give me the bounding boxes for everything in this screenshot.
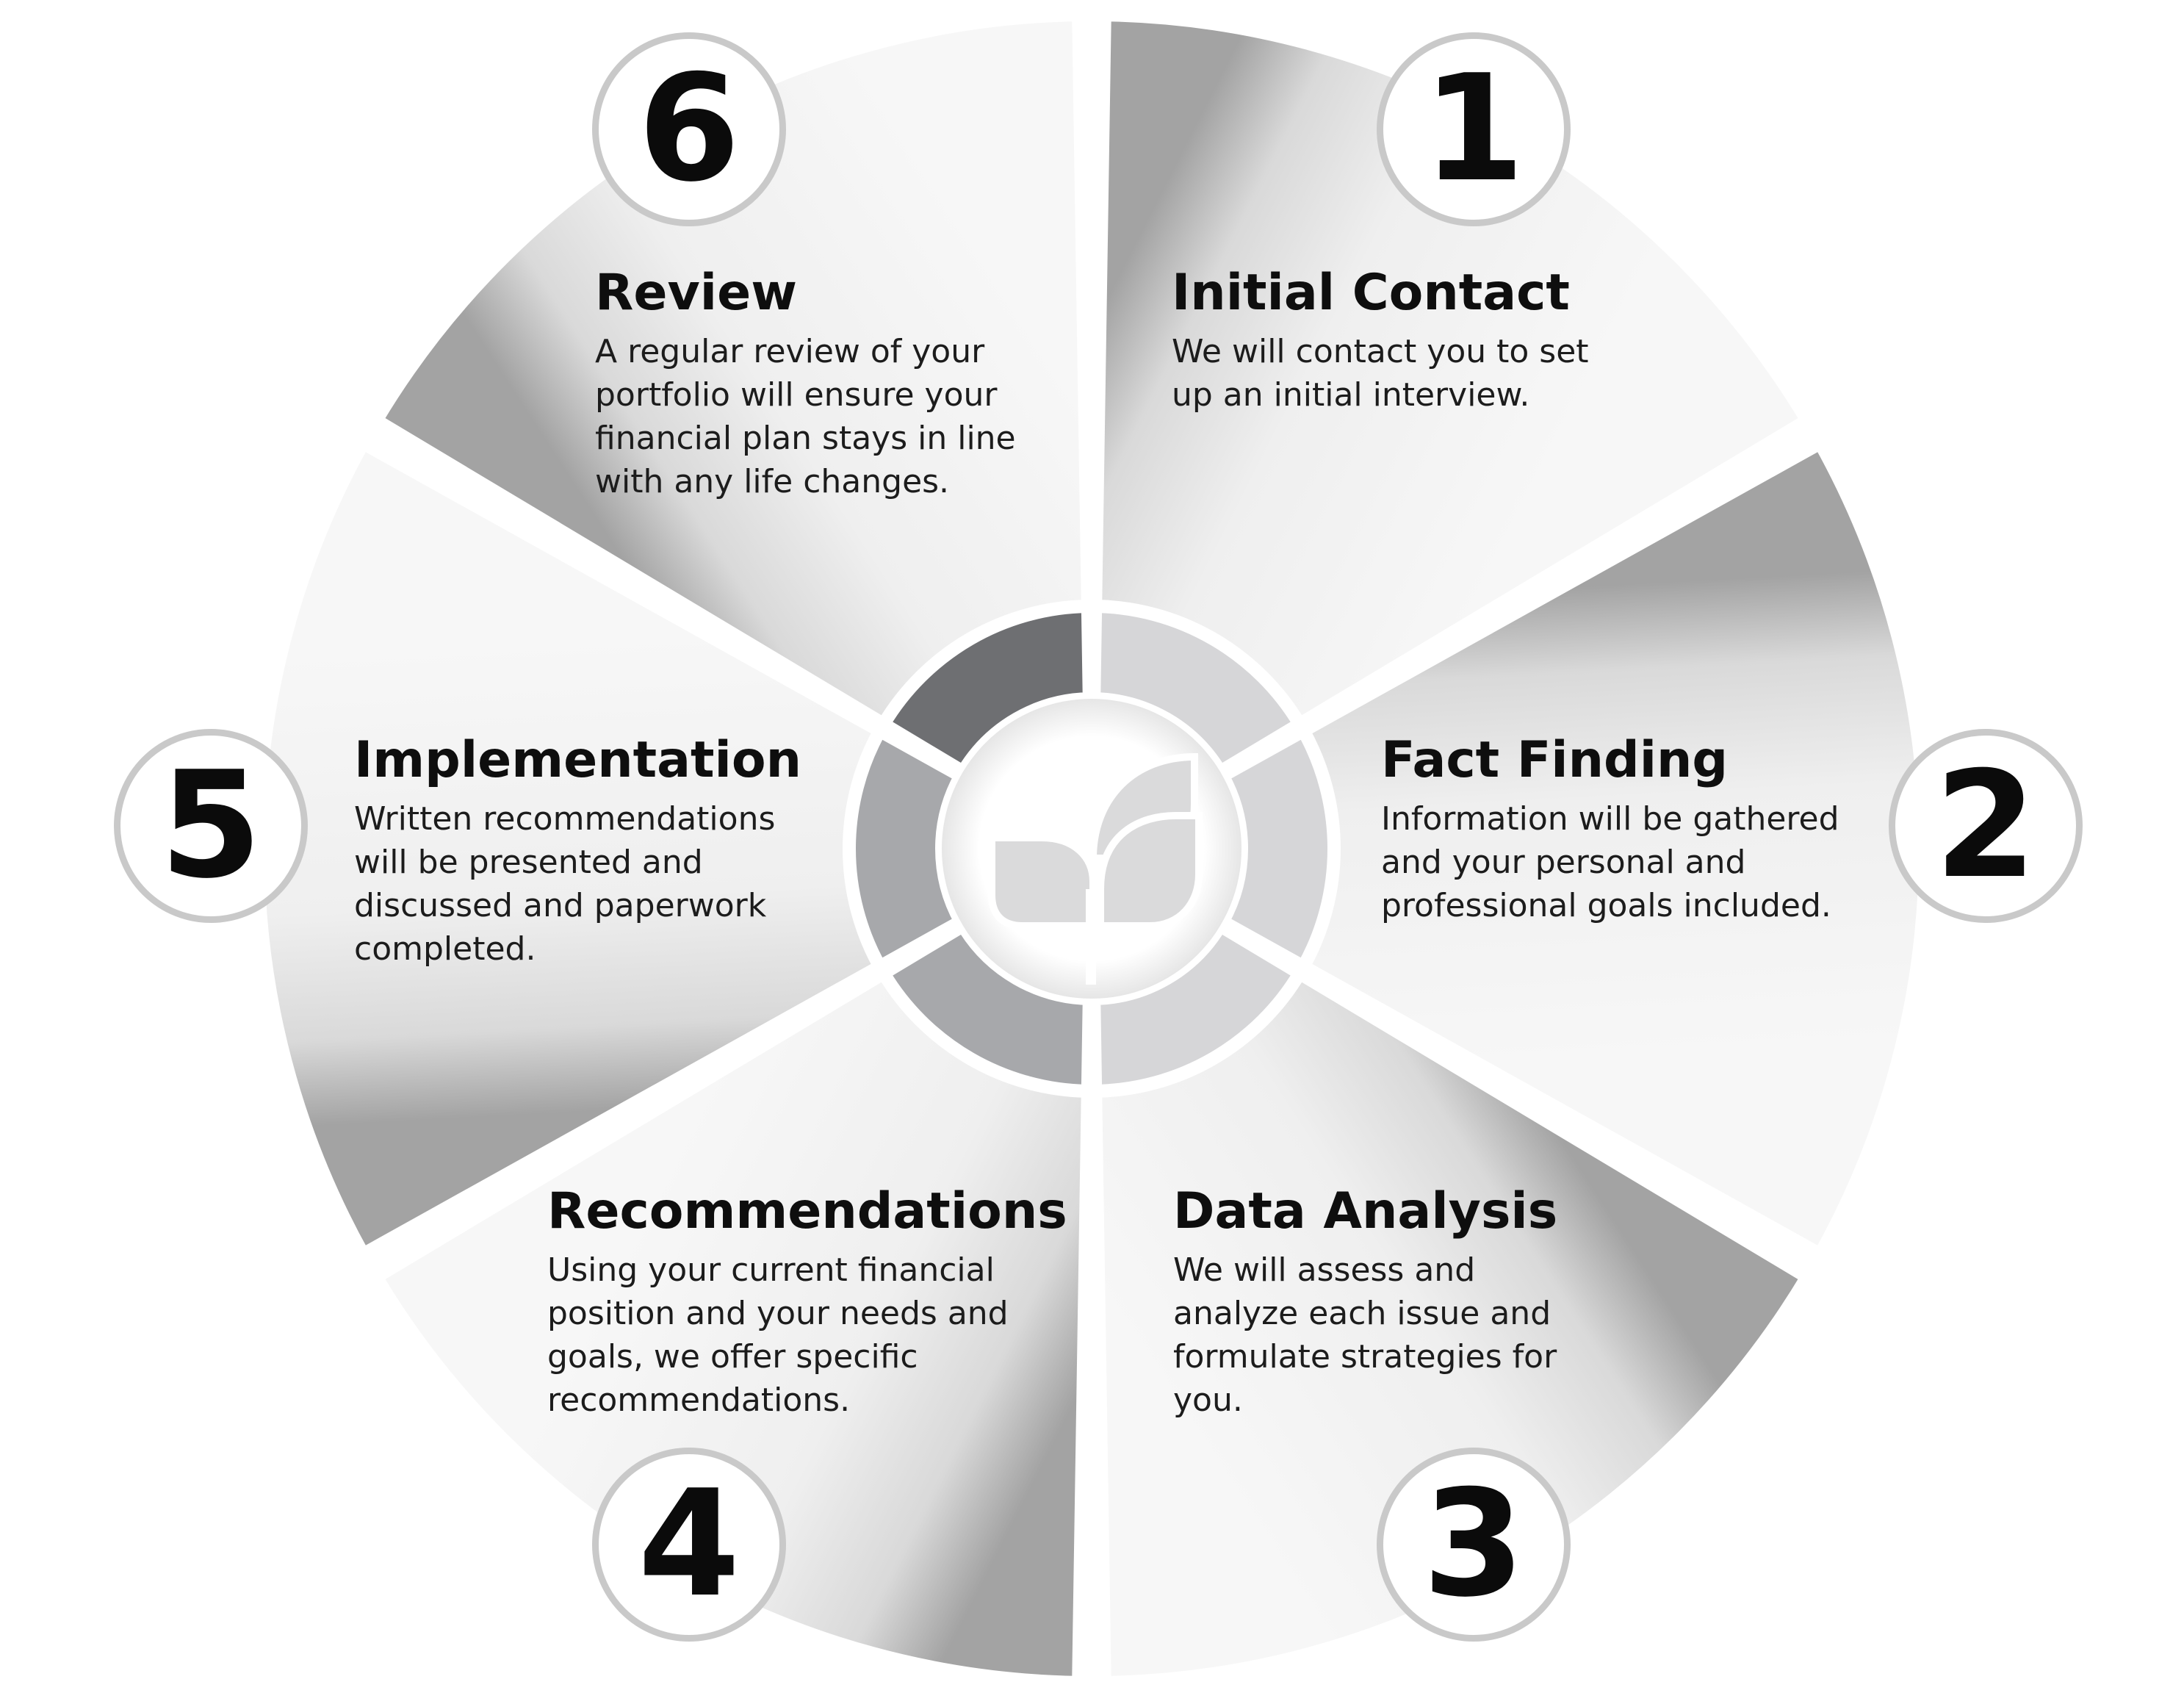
- step-2-title: Fact Finding: [1381, 731, 1729, 789]
- leaf-logo-icon: [988, 752, 1203, 985]
- step-3-description: We will assess and analyze each issue an…: [1173, 1251, 1557, 1419]
- step-3-title: Data Analysis: [1173, 1182, 1558, 1240]
- step-5-description: Written recommendations will be presente…: [354, 799, 776, 968]
- step-3-number: 3: [1422, 1459, 1525, 1630]
- step-5-text: Implementation Written recommendations w…: [354, 733, 802, 971]
- step-5-badge: 5: [114, 729, 308, 923]
- step-5-title: Implementation: [354, 731, 801, 789]
- step-6-badge: 6: [592, 32, 786, 226]
- step-1-text: Initial Contact We will contact you to s…: [1172, 264, 1612, 417]
- step-3-badge: 3: [1377, 1448, 1571, 1642]
- step-6-description: A regular review of your portfolio will …: [595, 332, 1016, 500]
- step-1-badge: 1: [1377, 32, 1571, 226]
- step-1-description: We will contact you to set up an initial…: [1172, 332, 1589, 414]
- step-6-title: Review: [595, 264, 798, 322]
- step-5-number: 5: [159, 740, 262, 911]
- step-4-title: Recommendations: [547, 1182, 1067, 1240]
- step-6-text: Review A regular review of your portfoli…: [595, 264, 1036, 503]
- step-4-number: 4: [638, 1459, 740, 1630]
- step-6-number: 6: [638, 43, 740, 215]
- step-2-number: 2: [1934, 740, 2037, 911]
- step-4-text: Recommendations Using your current finan…: [547, 1182, 1067, 1422]
- step-2-description: Information will be gathered and your pe…: [1381, 799, 1839, 924]
- step-1-number: 1: [1422, 43, 1525, 215]
- step-3-text: Data Analysis We will assess and analyze…: [1173, 1182, 1563, 1422]
- step-2-text: Fact Finding Information will be gathere…: [1381, 733, 1873, 927]
- step-1-title: Initial Contact: [1172, 264, 1570, 322]
- step-4-badge: 4: [592, 1448, 786, 1642]
- wheel-segments: [251, 7, 1932, 1690]
- step-4-description: Using your current financial position an…: [547, 1251, 1009, 1419]
- step-2-badge: 2: [1889, 729, 2083, 923]
